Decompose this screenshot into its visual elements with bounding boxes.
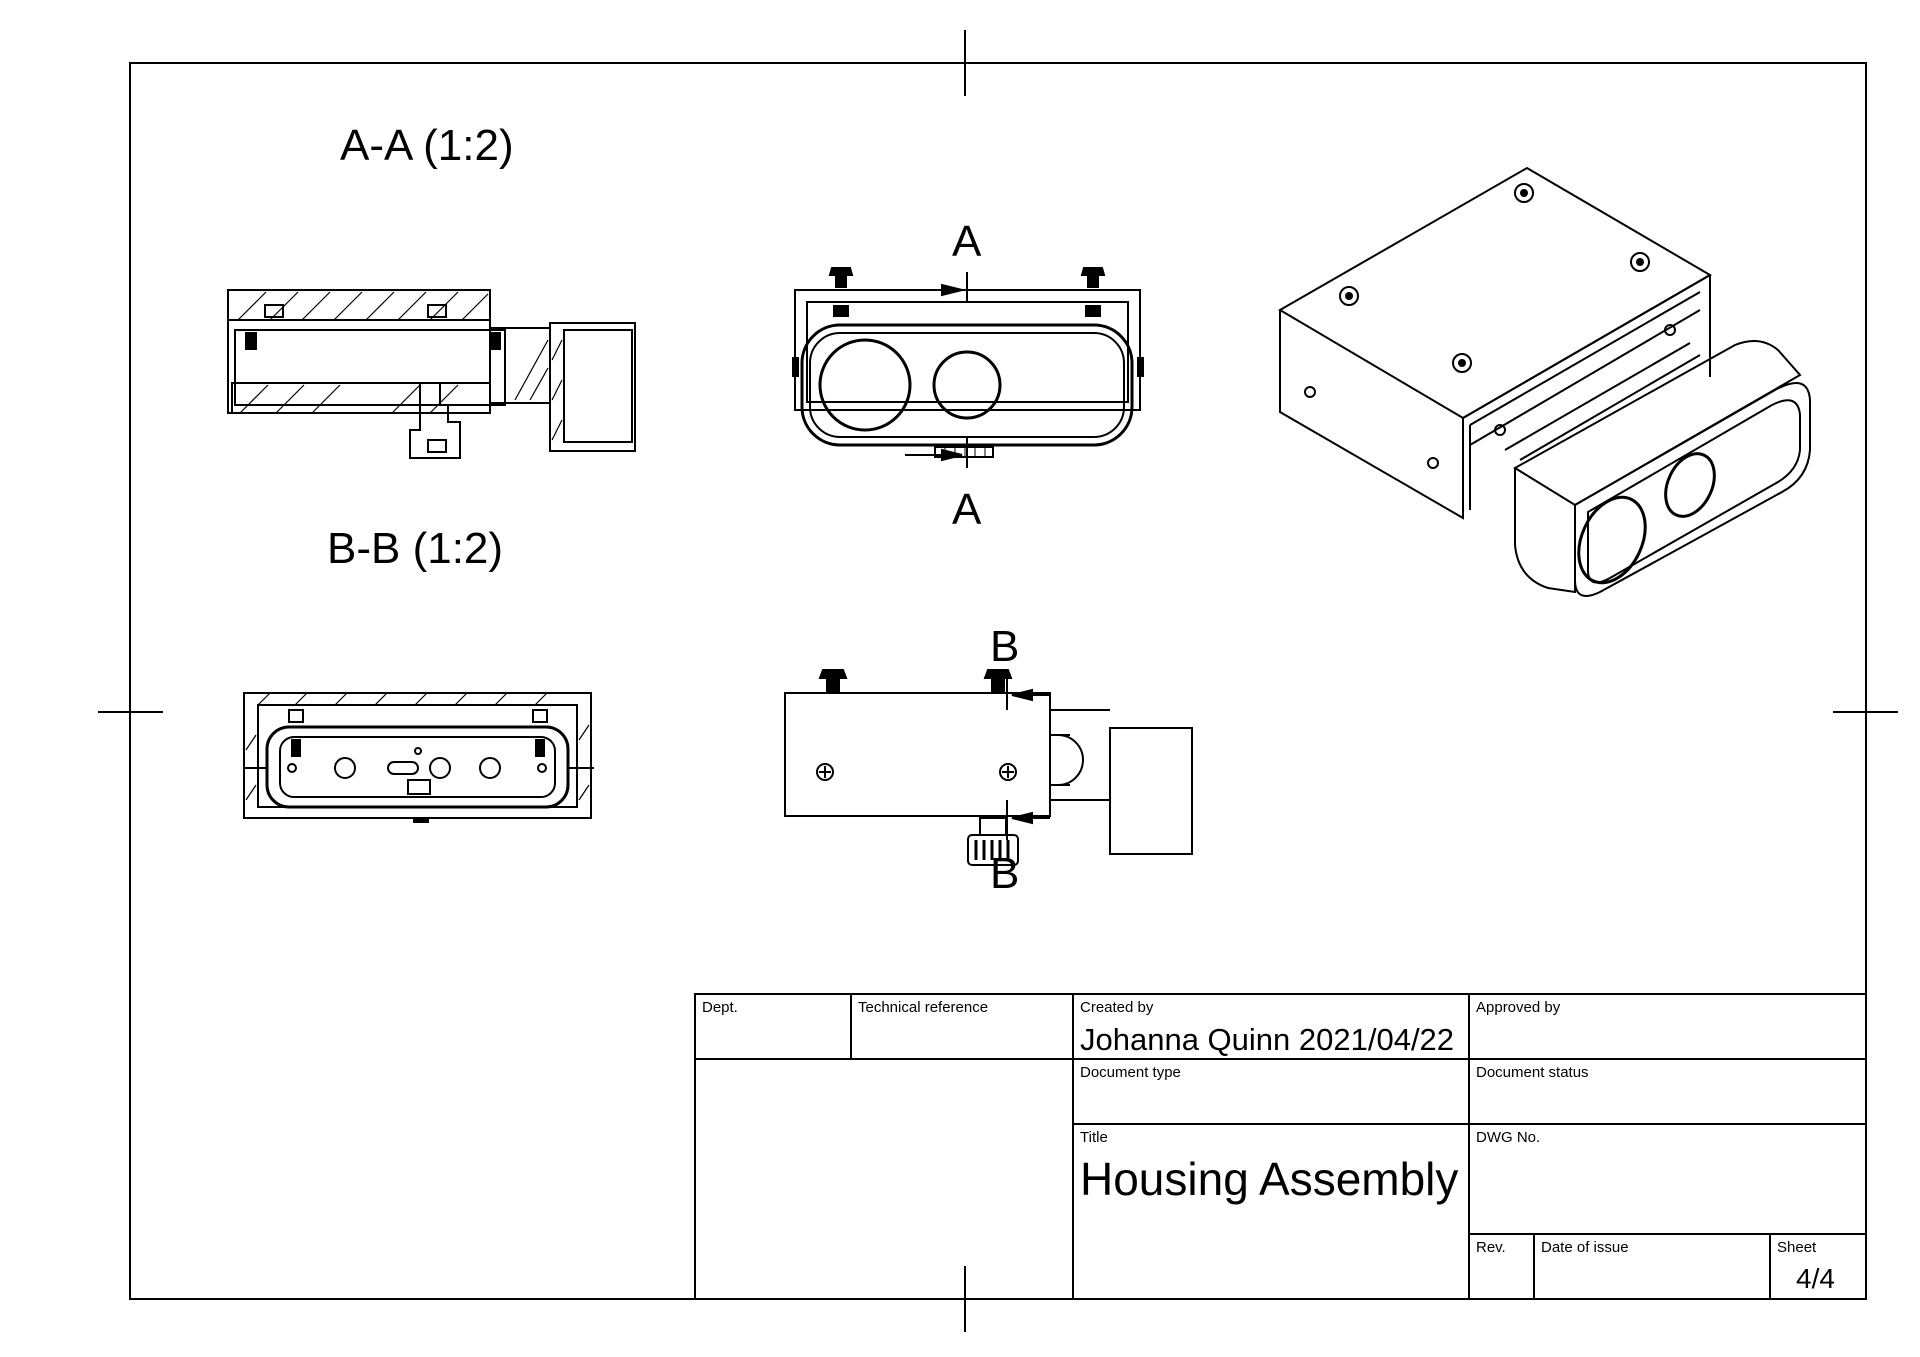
front-view bbox=[792, 267, 1144, 468]
drawing-title: Housing Assembly bbox=[1080, 1153, 1459, 1205]
title-block-grid bbox=[694, 993, 1867, 1300]
dwg-no-label: DWG No. bbox=[1476, 1129, 1541, 1146]
cut-line-a-top-label: A bbox=[952, 217, 982, 266]
dept-label: Dept. bbox=[702, 999, 738, 1016]
created-by-value: Johanna Quinn 2021/04/22 bbox=[1080, 1022, 1455, 1057]
cut-line-b-bottom-label: B bbox=[990, 849, 1020, 898]
date-of-issue-label: Date of issue bbox=[1541, 1239, 1629, 1256]
sheet-number: 4/4 bbox=[1796, 1263, 1835, 1294]
title-label: Title bbox=[1080, 1129, 1108, 1146]
cut-line-b-top-label: B bbox=[990, 622, 1020, 671]
section-a-view bbox=[227, 289, 636, 459]
isometric-view bbox=[1278, 166, 1811, 597]
rev-label: Rev. bbox=[1476, 1239, 1506, 1256]
created-by-label: Created by bbox=[1080, 999, 1154, 1016]
section-b-view bbox=[243, 692, 594, 823]
section-b-label: B-B (1:2) bbox=[327, 524, 504, 573]
section-a-label: A-A (1:2) bbox=[340, 121, 514, 170]
top-view bbox=[784, 669, 1193, 866]
document-type-label: Document type bbox=[1080, 1064, 1181, 1081]
document-status-label: Document status bbox=[1476, 1064, 1589, 1081]
centering-marks bbox=[98, 30, 1898, 1332]
cut-line-a-bottom-label: A bbox=[952, 485, 982, 534]
approved-by-label: Approved by bbox=[1476, 999, 1561, 1016]
sheet-label: Sheet bbox=[1777, 1239, 1817, 1256]
technical-reference-label: Technical reference bbox=[858, 999, 989, 1016]
